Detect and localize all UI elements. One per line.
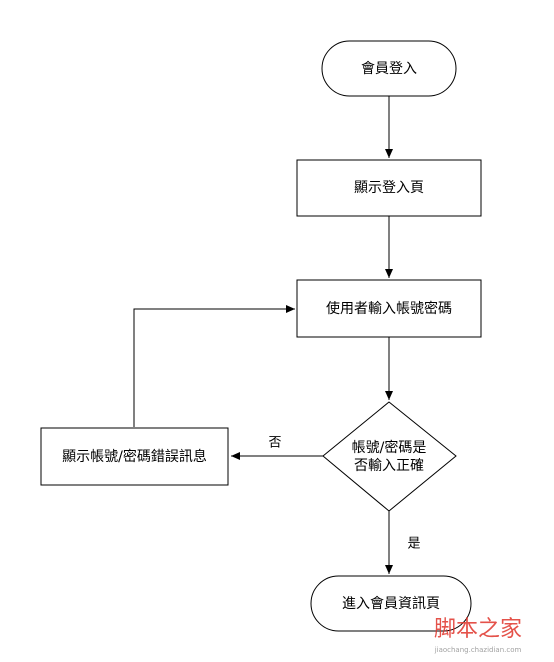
enter-credentials-label: 使用者輸入帳號密碼: [326, 300, 452, 317]
watermark: 脚本之家 jiaochang.chazidian.com: [434, 617, 522, 654]
decision-label-line2: 否輸入正確: [354, 458, 424, 474]
edge-error-to-input: [133, 305, 295, 427]
decision-label-line1: 帳號/密碼是: [352, 439, 427, 456]
decision-node: 帳號/密碼是 否輸入正確: [322, 401, 457, 512]
start-node-label: 會員登入: [361, 61, 417, 77]
end-node-label: 進入會員資訊頁: [342, 596, 440, 612]
end-node: 進入會員資訊頁: [310, 575, 472, 632]
start-node: 會員登入: [321, 40, 457, 97]
error-message-node: 顯示帳號/密碼錯誤訊息: [40, 427, 229, 486]
enter-credentials-node: 使用者輸入帳號密碼: [296, 279, 482, 338]
show-login-page-label: 顯示登入頁: [354, 180, 424, 196]
watermark-logo: 脚本之家: [434, 617, 522, 642]
error-message-label: 顯示帳號/密碼錯誤訊息: [62, 448, 207, 465]
show-login-page-node: 顯示登入頁: [296, 159, 482, 217]
watermark-sub: jiaochang.chazidian.com: [434, 646, 522, 654]
edge-label-yes: 是: [407, 537, 420, 552]
edge-label-no: 否: [268, 436, 281, 451]
